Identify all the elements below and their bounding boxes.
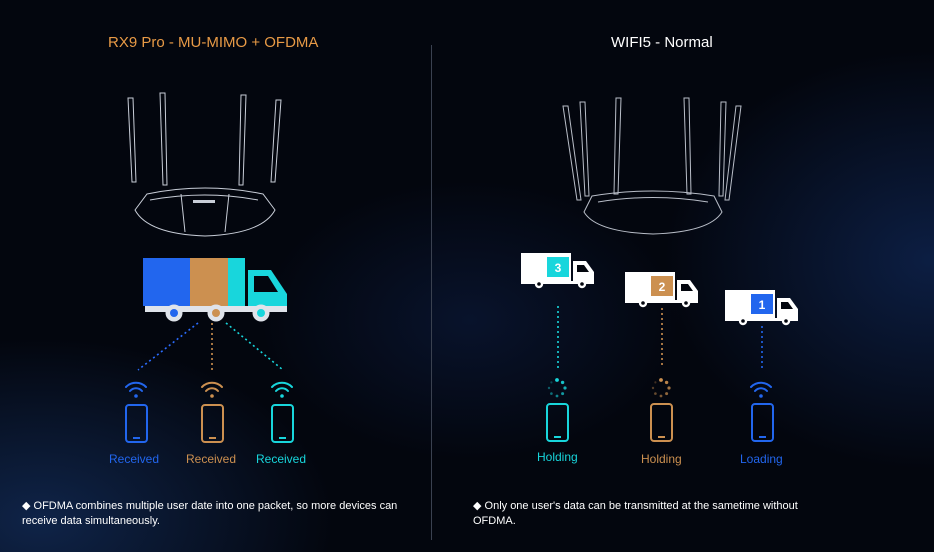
divider [431,45,432,540]
truck-icon: 1 [725,290,798,326]
device-status-label: Holding [537,450,578,464]
right-note-text: Only one user's data can be transmitted … [473,500,798,527]
left-connections [137,322,284,371]
phone-icon [271,404,294,443]
router-icon [127,92,282,237]
phone-icon [751,403,774,442]
right-connections [557,306,763,368]
wifi-icon [125,381,147,398]
wifi-icon [201,381,223,398]
left-title: RX9 Pro - MU-MIMO + OFDMA [108,34,319,51]
wifi-icon [750,381,772,398]
phone-icon [125,404,148,443]
left-note: ◆ OFDMA combines multiple user date into… [22,499,402,529]
phone-icon [650,403,673,442]
spinner-icon [547,378,567,398]
wifi-icon [271,381,293,398]
right-note: ◆ Only one user's data can be transmitte… [473,499,833,529]
truck-number: 2 [659,280,666,294]
device-status-label: Received [186,452,237,466]
spinner-icon [651,378,671,398]
truck-icon: 2 [625,272,698,308]
device-status-label: Holding [641,452,682,466]
bullet-icon: ◆ [22,500,34,512]
truck-icon [143,258,287,322]
phone-icon [201,404,224,443]
bullet-icon: ◆ [473,500,485,512]
truck-icon: 3 [521,253,594,289]
left-note-text: OFDMA combines multiple user date into o… [22,500,398,527]
phone-icon [546,403,569,442]
right-title: WIFI5 - Normal [611,34,713,51]
truck-number: 1 [759,298,766,312]
device-status-label: Received [256,452,307,466]
truck-number: 3 [555,261,562,275]
device-status-label: Loading [740,452,783,466]
device-status-label: Received [109,452,160,466]
router-icon [562,97,742,235]
